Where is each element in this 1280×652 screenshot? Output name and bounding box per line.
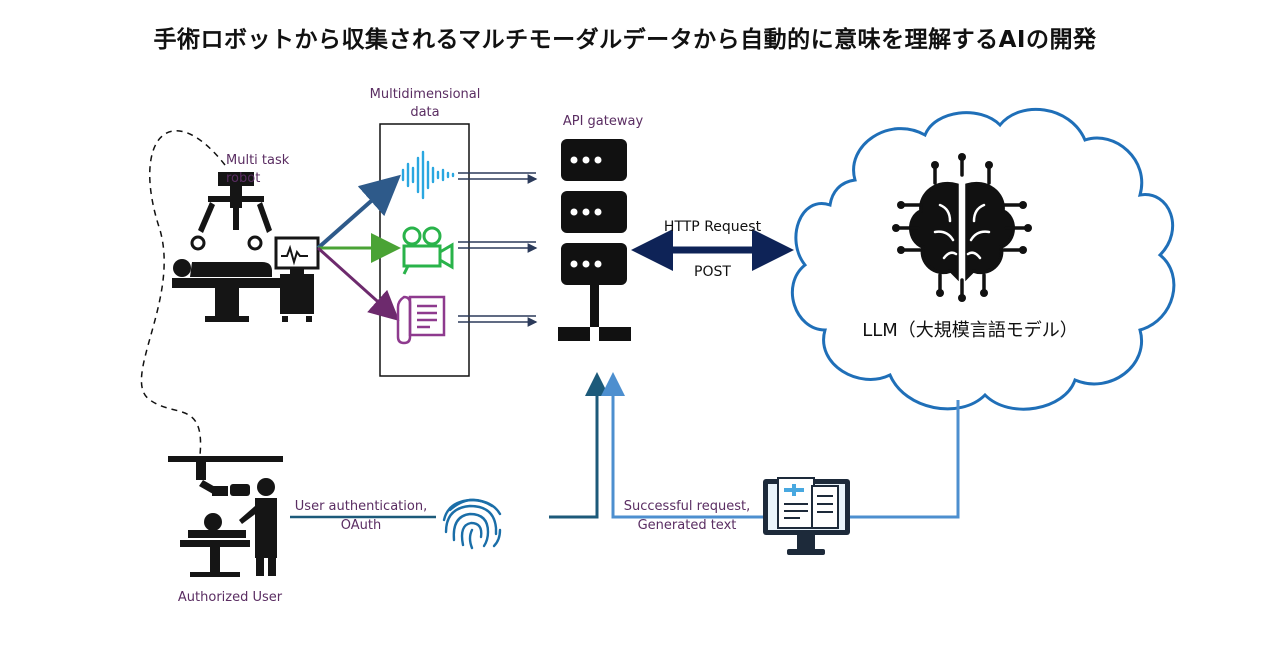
label-llm: LLM（大規模言語モデル） (862, 320, 1078, 341)
auth-to-gateway-arrow (549, 372, 609, 519)
diagram-title: 手術ロボットから収集されるマルチモーダルデータから自動的に意味を理解するAIの開… (153, 27, 1097, 53)
scroll-document-icon (396, 295, 446, 345)
ai-brain-icon (897, 158, 1027, 297)
server-stack-icon (558, 139, 631, 341)
arrow-to-document (316, 246, 400, 322)
response-line-left (601, 372, 765, 519)
label-multi-task-robot: Multi task robot (226, 153, 290, 186)
label-post: POST (694, 264, 731, 280)
robot-user-dashed-link (140, 130, 226, 456)
brain-node-dots (892, 153, 1032, 302)
arrow-to-audio (316, 174, 401, 250)
surgical-robot-icon (172, 172, 320, 322)
sound-wave-icon (401, 150, 455, 200)
label-http-request: HTTP Request (663, 219, 762, 235)
label-successful-request: Successful request, Generated text (623, 499, 751, 533)
label-multidimensional-data: Multidimensional data (369, 87, 481, 120)
response-to-gateway-arrow (848, 400, 960, 519)
fingerprint-icon (442, 498, 502, 550)
data-box (379, 123, 470, 377)
doctor-patient-icon (168, 456, 283, 577)
data-to-gateway-arrows (458, 172, 538, 327)
label-user-authentication: User authentication, OAuth (294, 499, 428, 533)
medical-report-monitor-icon (763, 477, 850, 555)
label-authorized-user: Authorized User (177, 590, 283, 605)
video-camera-icon (402, 226, 454, 275)
label-api-gateway: API gateway (562, 114, 644, 129)
